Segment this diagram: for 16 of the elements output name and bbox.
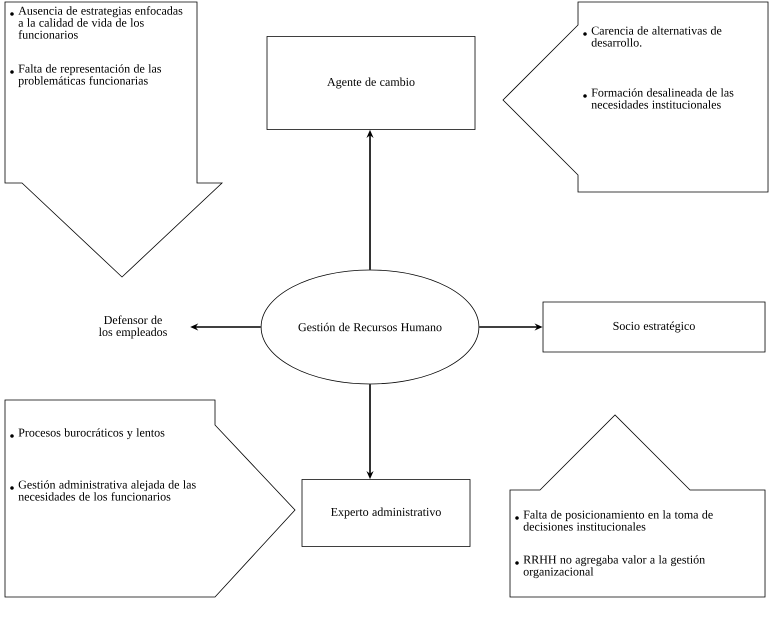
block-arrow <box>4 400 296 598</box>
bullet-item: Falta de representación de las problemáticas funcionarias <box>18 64 162 88</box>
block-arrow <box>510 414 766 598</box>
role-label: Defensor de los empleados <box>98 316 167 338</box>
block-arrow <box>4 2 224 278</box>
bullet-item: RRHH no agregaba valor a la gestión organizacional <box>524 555 705 578</box>
bullet-item: Formación desalineada de las necesidades institucionales <box>592 88 734 109</box>
bullet-item: Procesos burocráticos y lentos <box>18 428 164 440</box>
role-box: Agente de cambio <box>266 36 476 130</box>
role-box: Experto administrativo <box>302 479 470 547</box>
block-arrow <box>502 2 768 192</box>
role-box: Socio estratégico <box>542 302 766 352</box>
bullet-item: Falta de posicionamiento en la toma de decisiones institucionales <box>524 510 713 531</box>
bullet-item: Gestión administrativa alejada de las necesidades de los funcionarios <box>18 480 196 501</box>
bullet-item: Carencia de alternativas de desarrollo. <box>592 26 722 47</box>
bullet-item: Ausencia de estrategias enfocadas a la calidad de vida de los funcionarios <box>18 6 182 39</box>
